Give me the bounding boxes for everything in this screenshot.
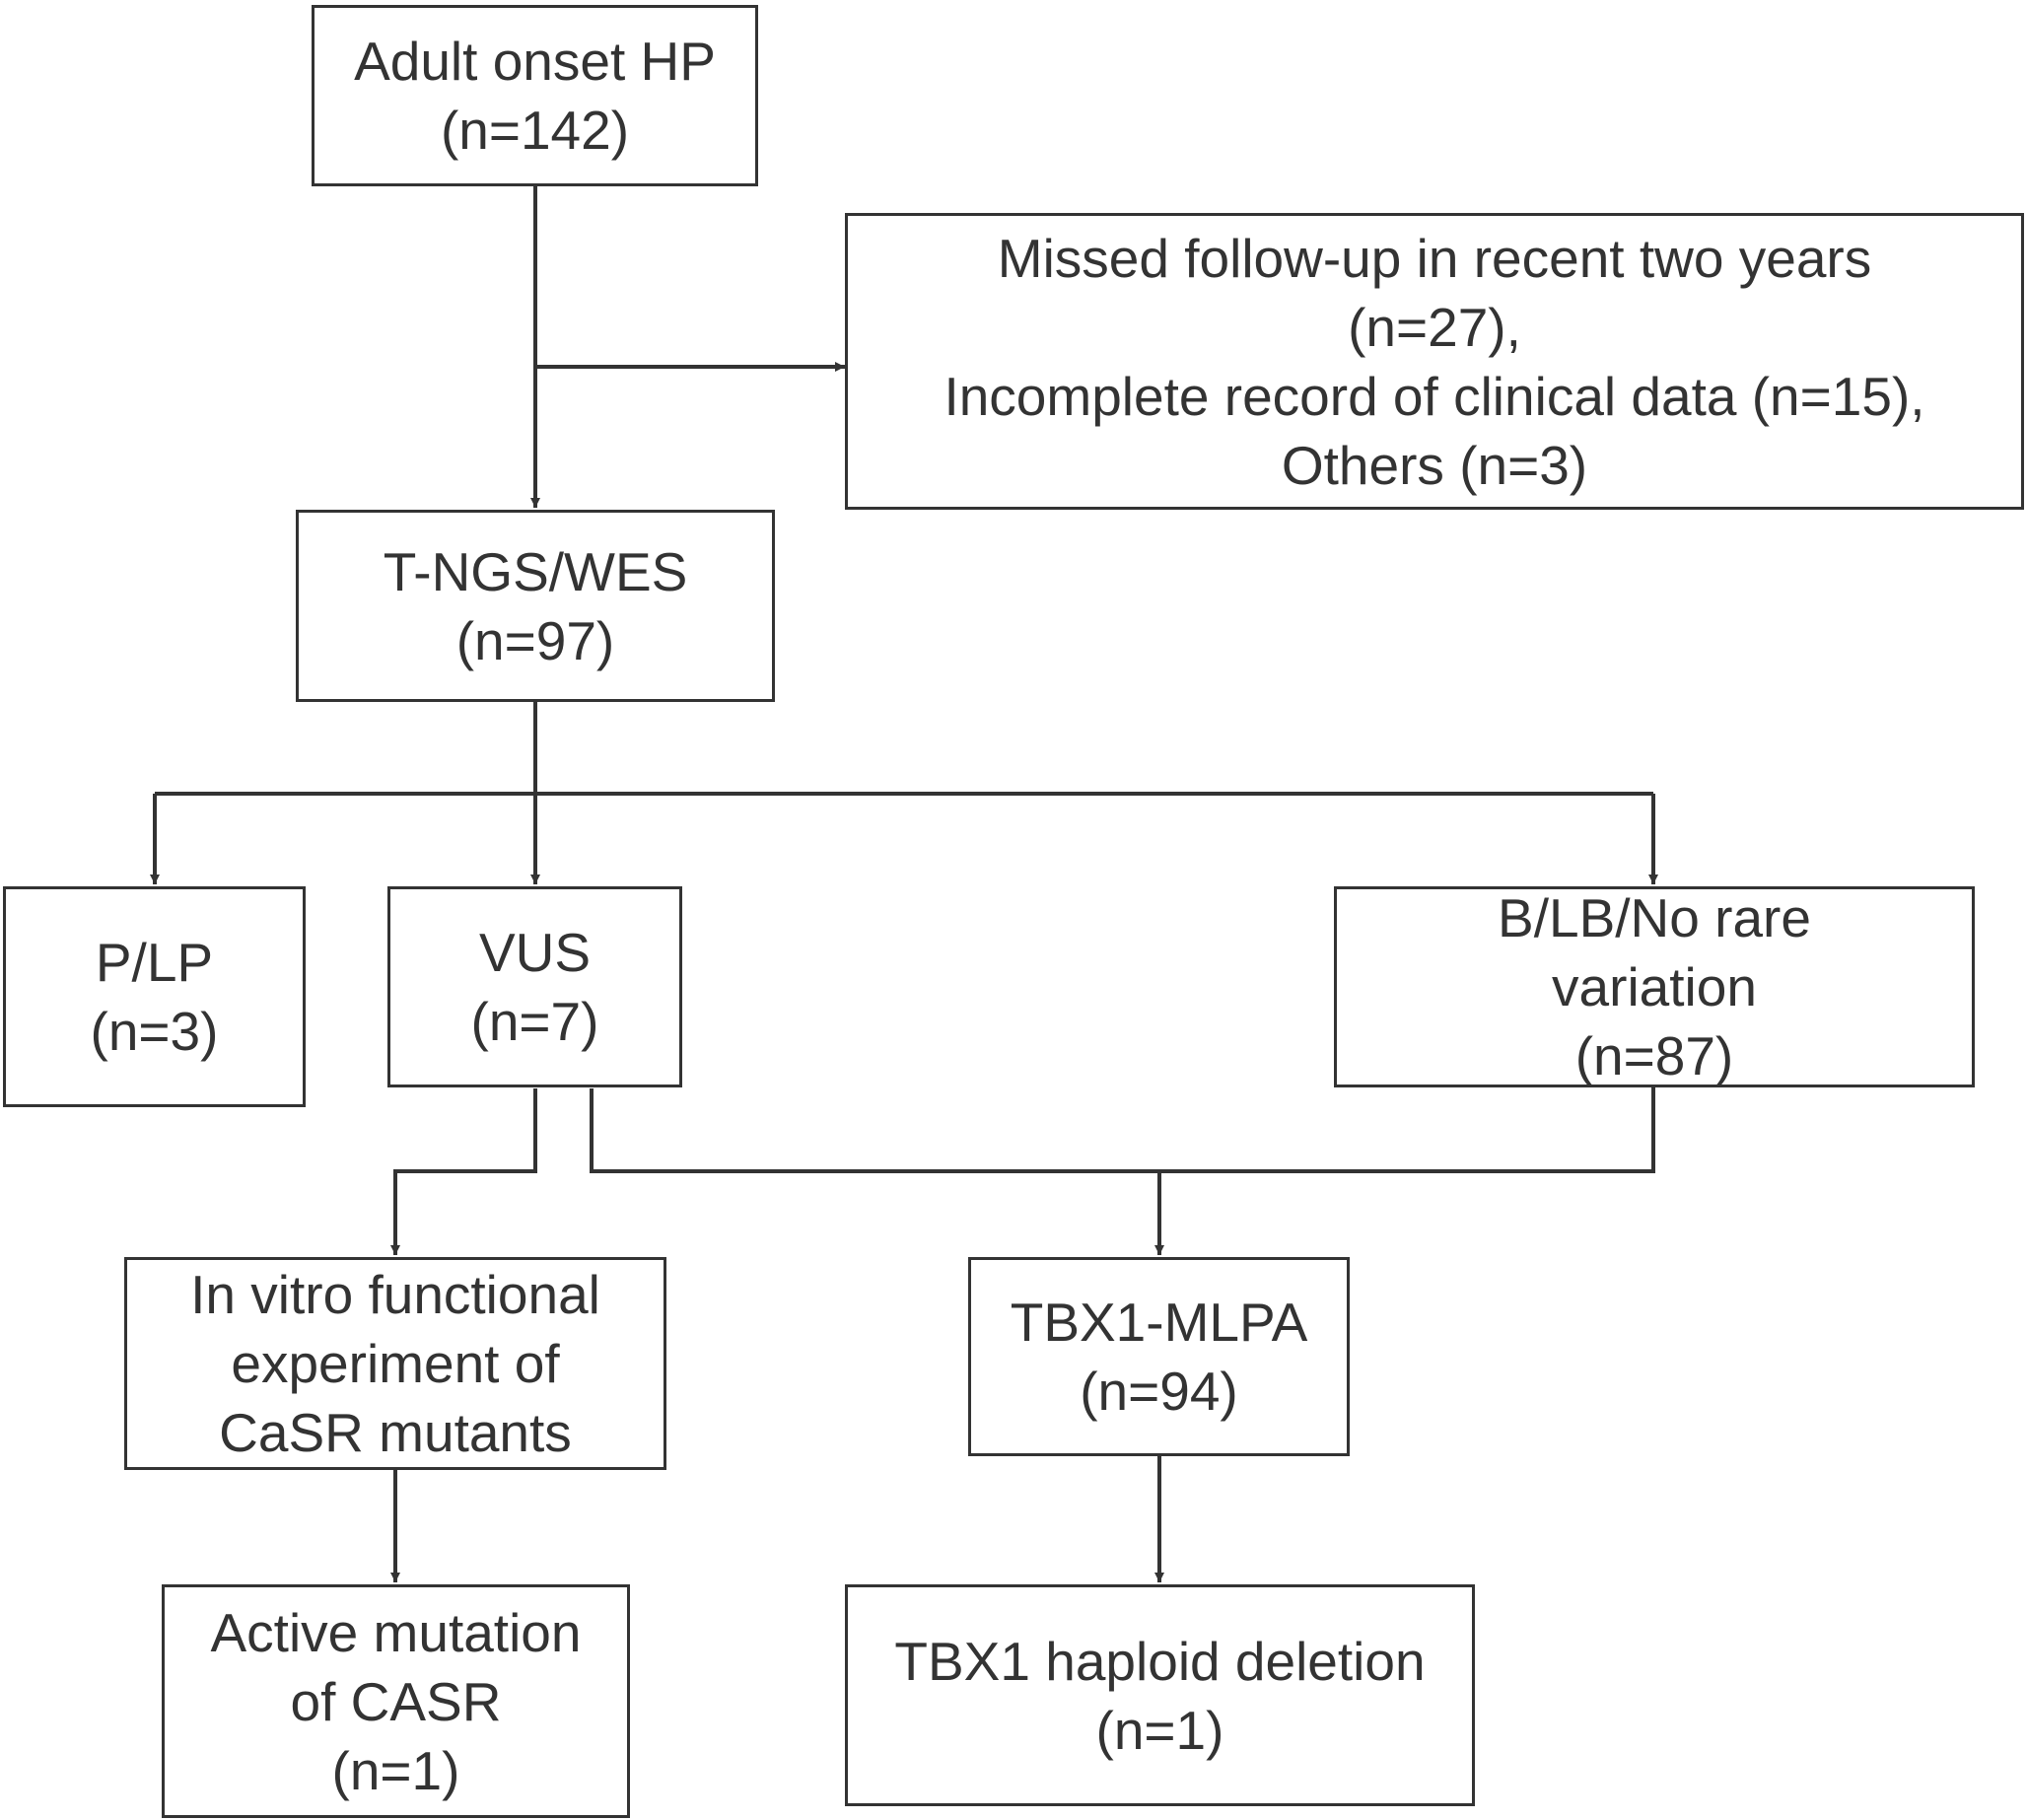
node-excluded-text: Missed follow-up in recent two years (n=… (944, 224, 1924, 500)
node-active-mutation-line: (n=1) (331, 1739, 460, 1801)
node-active-mutation-text: Active mutation of CASR (n=1) (210, 1598, 581, 1805)
node-vus-text: VUS (n=7) (471, 918, 599, 1056)
node-tbx1-mlpa-line: (n=94) (1080, 1361, 1238, 1422)
node-adult-onset-line: (n=142) (440, 100, 630, 161)
node-vus: VUS (n=7) (387, 886, 682, 1087)
node-excluded-line: Missed follow-up in recent two years (997, 227, 1872, 289)
node-adult-onset: Adult onset HP (n=142) (312, 5, 758, 186)
node-active-mutation-line: of CASR (290, 1670, 502, 1732)
connector-vus-to-invitro (390, 1088, 537, 1255)
node-in-vitro-line: CaSR mutants (219, 1402, 572, 1463)
node-tbx1-mlpa-text: TBX1-MLPA (n=94) (1011, 1288, 1308, 1426)
node-in-vitro-line: In vitro functional (190, 1264, 600, 1325)
node-b-lb-line: variation (1552, 956, 1757, 1017)
node-tngs-wes-text: T-NGS/WES (n=97) (384, 537, 688, 675)
node-active-mutation: Active mutation of CASR (n=1) (162, 1584, 630, 1818)
node-excluded-line: Others (n=3) (1281, 434, 1588, 496)
node-b-lb-line: (n=87) (1574, 1025, 1734, 1086)
node-excluded: Missed follow-up in recent two years (n=… (845, 213, 2024, 510)
node-active-mutation-line: Active mutation (210, 1601, 582, 1663)
node-vus-line: (n=7) (470, 991, 599, 1052)
node-in-vitro: In vitro functional experiment of CaSR m… (124, 1257, 666, 1470)
node-excluded-line: (n=27), (1348, 296, 1521, 358)
node-tbx1-mlpa: TBX1-MLPA (n=94) (968, 1257, 1350, 1456)
node-p-lp-text: P/LP (n=3) (91, 928, 219, 1066)
node-excluded-line: Incomplete record of clinical data (n=15… (944, 365, 1925, 427)
node-in-vitro-line: experiment of (231, 1333, 560, 1394)
node-b-lb-line: B/LB/No rare (1498, 887, 1811, 948)
node-b-lb: B/LB/No rare variation (n=87) (1334, 886, 1975, 1087)
node-tbx1-mlpa-line: TBX1-MLPA (1010, 1292, 1308, 1353)
node-tngs-wes-line: (n=97) (455, 609, 615, 671)
node-tbx1-deletion-line: (n=1) (1095, 1699, 1224, 1761)
node-adult-onset-text: Adult onset HP (n=142) (354, 27, 716, 165)
node-tbx1-deletion-text: TBX1 haploid deletion (n=1) (894, 1627, 1425, 1765)
node-tbx1-deletion-line: TBX1 haploid deletion (894, 1630, 1426, 1692)
connector-vus-blb-merge (590, 1087, 1655, 1173)
node-vus-line: VUS (478, 922, 592, 983)
node-p-lp-line: P/LP (95, 932, 214, 993)
node-tngs-wes-line: T-NGS/WES (383, 540, 688, 602)
node-p-lp-line: (n=3) (90, 1001, 219, 1062)
node-tbx1-deletion: TBX1 haploid deletion (n=1) (845, 1584, 1475, 1806)
node-in-vitro-text: In vitro functional experiment of CaSR m… (190, 1260, 600, 1467)
node-tngs-wes: T-NGS/WES (n=97) (296, 510, 775, 702)
node-b-lb-text: B/LB/No rare variation (n=87) (1498, 883, 1811, 1090)
node-p-lp: P/LP (n=3) (3, 886, 306, 1107)
node-adult-onset-line: Adult onset HP (354, 31, 716, 92)
